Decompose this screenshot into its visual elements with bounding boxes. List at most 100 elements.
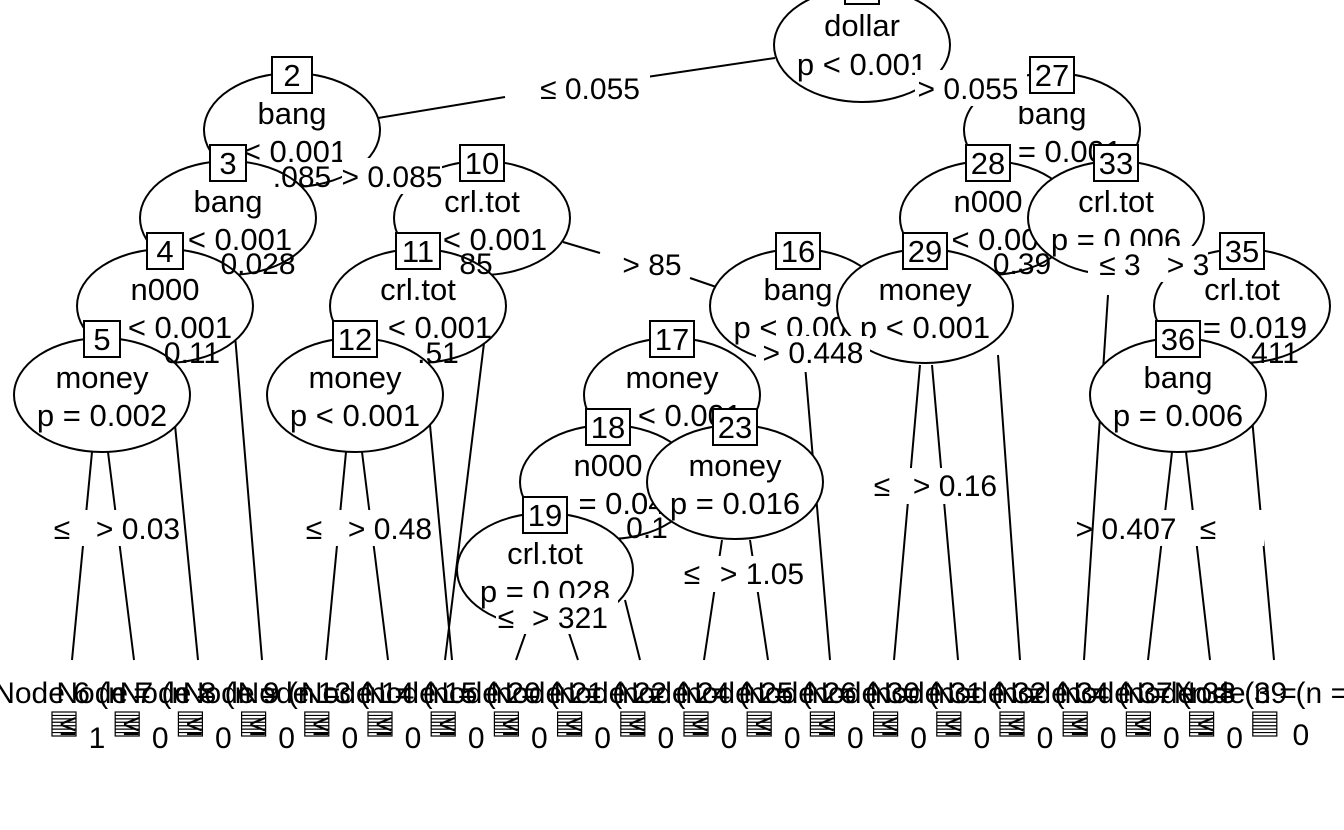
edge-label: 0.11 xyxy=(164,337,220,370)
leaf-node: Node 24 (n = ≤0 xyxy=(617,677,791,755)
leaf-node: Node 15 (n = ≤0 xyxy=(364,677,538,755)
edge-label: > 0.407 xyxy=(1076,513,1177,546)
node-variable: bang xyxy=(1144,360,1213,395)
node-variable: crl.tot xyxy=(380,272,456,307)
leaf-tick-label: 0 xyxy=(215,722,232,755)
tree-node: 12 money p < 0.001 xyxy=(266,320,444,453)
leaf-glyph: ≤ xyxy=(439,709,455,742)
node-variable: crl.tot xyxy=(1078,184,1154,219)
node-id: 36 xyxy=(1161,322,1195,357)
leaf-glyph: ≤ xyxy=(249,709,265,742)
leaf-label: Node 7 (n = xyxy=(56,677,214,710)
leaf-glyph: ≤ xyxy=(945,709,961,742)
tree-node: 16 bang p < 0.00 xyxy=(709,232,887,364)
node-pvalue: p = 0.002 xyxy=(37,398,167,433)
leaf-node: Node 34 (n = ≤0 xyxy=(996,677,1170,755)
leaf-tick-label: 0 xyxy=(1226,722,1243,755)
leaf-tick-label: 0 xyxy=(531,722,548,755)
leaf-node: Node 31 (n = ≤0 xyxy=(870,677,1044,755)
node-id-box xyxy=(395,232,441,270)
leaf-label: Node 6 (n = xyxy=(0,677,151,710)
leaf-glyph: ≤ xyxy=(1197,709,1213,742)
edge-5-7 xyxy=(71,451,93,661)
node-id-box xyxy=(271,56,313,94)
leaf-label: Node 38 (n = xyxy=(1122,677,1296,710)
leaf-label: Node 14 (n = xyxy=(301,677,475,710)
node-id: 2 xyxy=(283,58,300,93)
node-pvalue: = 0.019 xyxy=(1203,310,1307,345)
node-id-box xyxy=(146,232,184,270)
node-id-box xyxy=(649,320,695,358)
leaf-label: Node 31 (n = xyxy=(870,677,1044,710)
edge-12-13 xyxy=(325,451,347,661)
node-variable: bang xyxy=(1018,96,1087,131)
node-id-box xyxy=(965,144,1011,182)
leaf-label: Node 30 (n = xyxy=(806,677,980,710)
leaf-tick-label: 0 xyxy=(278,722,295,755)
node-variable: crl.tot xyxy=(1204,272,1280,307)
edge-label: > 85 xyxy=(622,249,681,282)
leaf-tick-label: 0 xyxy=(1037,722,1054,755)
leaf-tick-label: 0 xyxy=(910,722,927,755)
leaf-node: Node 39 (n = )340 xyxy=(1174,677,1344,752)
leaf-node: Node 25 (n = ≤0 xyxy=(680,677,854,755)
leaf-label: Node 8 (n = xyxy=(120,677,278,710)
tree-node: 36 bang p = 0.006 xyxy=(1089,320,1267,453)
node-id-box xyxy=(209,144,247,182)
node-id-box xyxy=(522,496,568,534)
node-id: 19 xyxy=(528,498,562,533)
edge-29-30 xyxy=(893,364,921,661)
leaf-label: Node 13 (n = xyxy=(238,677,412,710)
leaf-glyph: ≤ xyxy=(818,709,834,742)
node-pvalue: p < 0.001 xyxy=(290,398,420,433)
node-id: 27 xyxy=(1035,58,1069,93)
edge-12-15 xyxy=(429,424,453,661)
edge-label: 0.028 xyxy=(220,248,295,281)
edge-label: .085 xyxy=(273,161,331,194)
leaf-tick-label: 0 xyxy=(1163,722,1180,755)
leaf-label: Node 15 (n = xyxy=(364,677,538,710)
node-variable: crl.tot xyxy=(507,536,583,571)
edge-label: > 0.085 xyxy=(342,161,443,194)
leaf-node: Node 38 (n = ≤0 xyxy=(1122,677,1296,755)
leaf-tick-label: 0 xyxy=(1292,719,1309,752)
node-id-box xyxy=(585,408,631,446)
leaf-node: Node 37 (n = ≤0 xyxy=(1059,677,1233,755)
edge-label: > 1.05 xyxy=(720,558,804,591)
node-id: 16 xyxy=(781,234,815,269)
node-id: 23 xyxy=(718,410,752,445)
node-pvalue: < 0.001 xyxy=(443,222,547,257)
edge-5-9 xyxy=(174,424,199,661)
edge-label: > 321 xyxy=(532,602,608,635)
leaf-label: Node 37 (n = xyxy=(1059,677,1233,710)
node-id: 10 xyxy=(465,146,499,181)
leaf-glyph: ≤ xyxy=(755,709,771,742)
edge-label: 411 xyxy=(1251,337,1299,370)
node-id-box xyxy=(332,320,378,358)
leaf-glyph: ≤ xyxy=(376,709,392,742)
edge-4-9 xyxy=(234,334,263,661)
edge-16-26 xyxy=(804,364,831,661)
leaf-glyph: ≤ xyxy=(881,709,897,742)
edge-36-37 xyxy=(1147,451,1173,661)
node-id: 28 xyxy=(971,146,1005,181)
leaf-glyph: ≤ xyxy=(1134,709,1150,742)
edge-label: ≤ 0.055 xyxy=(540,73,640,106)
edge-label: > 3 xyxy=(1167,249,1210,282)
leaf-tick-label: 0 xyxy=(847,722,864,755)
tree-node: 29 money p < 0.001 xyxy=(836,232,1014,364)
node-pvalue: < 0.001 xyxy=(388,310,492,345)
leaf-glyph: ≤ xyxy=(60,709,76,742)
edge-label: 85 xyxy=(459,248,492,281)
node-id-box xyxy=(83,320,121,358)
node-variable: money xyxy=(688,448,782,483)
leaf-label: Node 20 (n = xyxy=(427,677,601,710)
leaf-tick-label: 0 xyxy=(973,722,990,755)
node-id: 18 xyxy=(591,410,625,445)
node-id: 17 xyxy=(655,322,689,357)
leaf-label: Node 24 (n = xyxy=(617,677,791,710)
leaf-node: Node 22 (n = ≤0 xyxy=(554,677,728,755)
edge-label: 0.1 xyxy=(626,512,668,545)
leaf-tick-label: 0 xyxy=(1100,722,1117,755)
leaf-node: Node 14 (n = ≤0 xyxy=(301,677,475,755)
